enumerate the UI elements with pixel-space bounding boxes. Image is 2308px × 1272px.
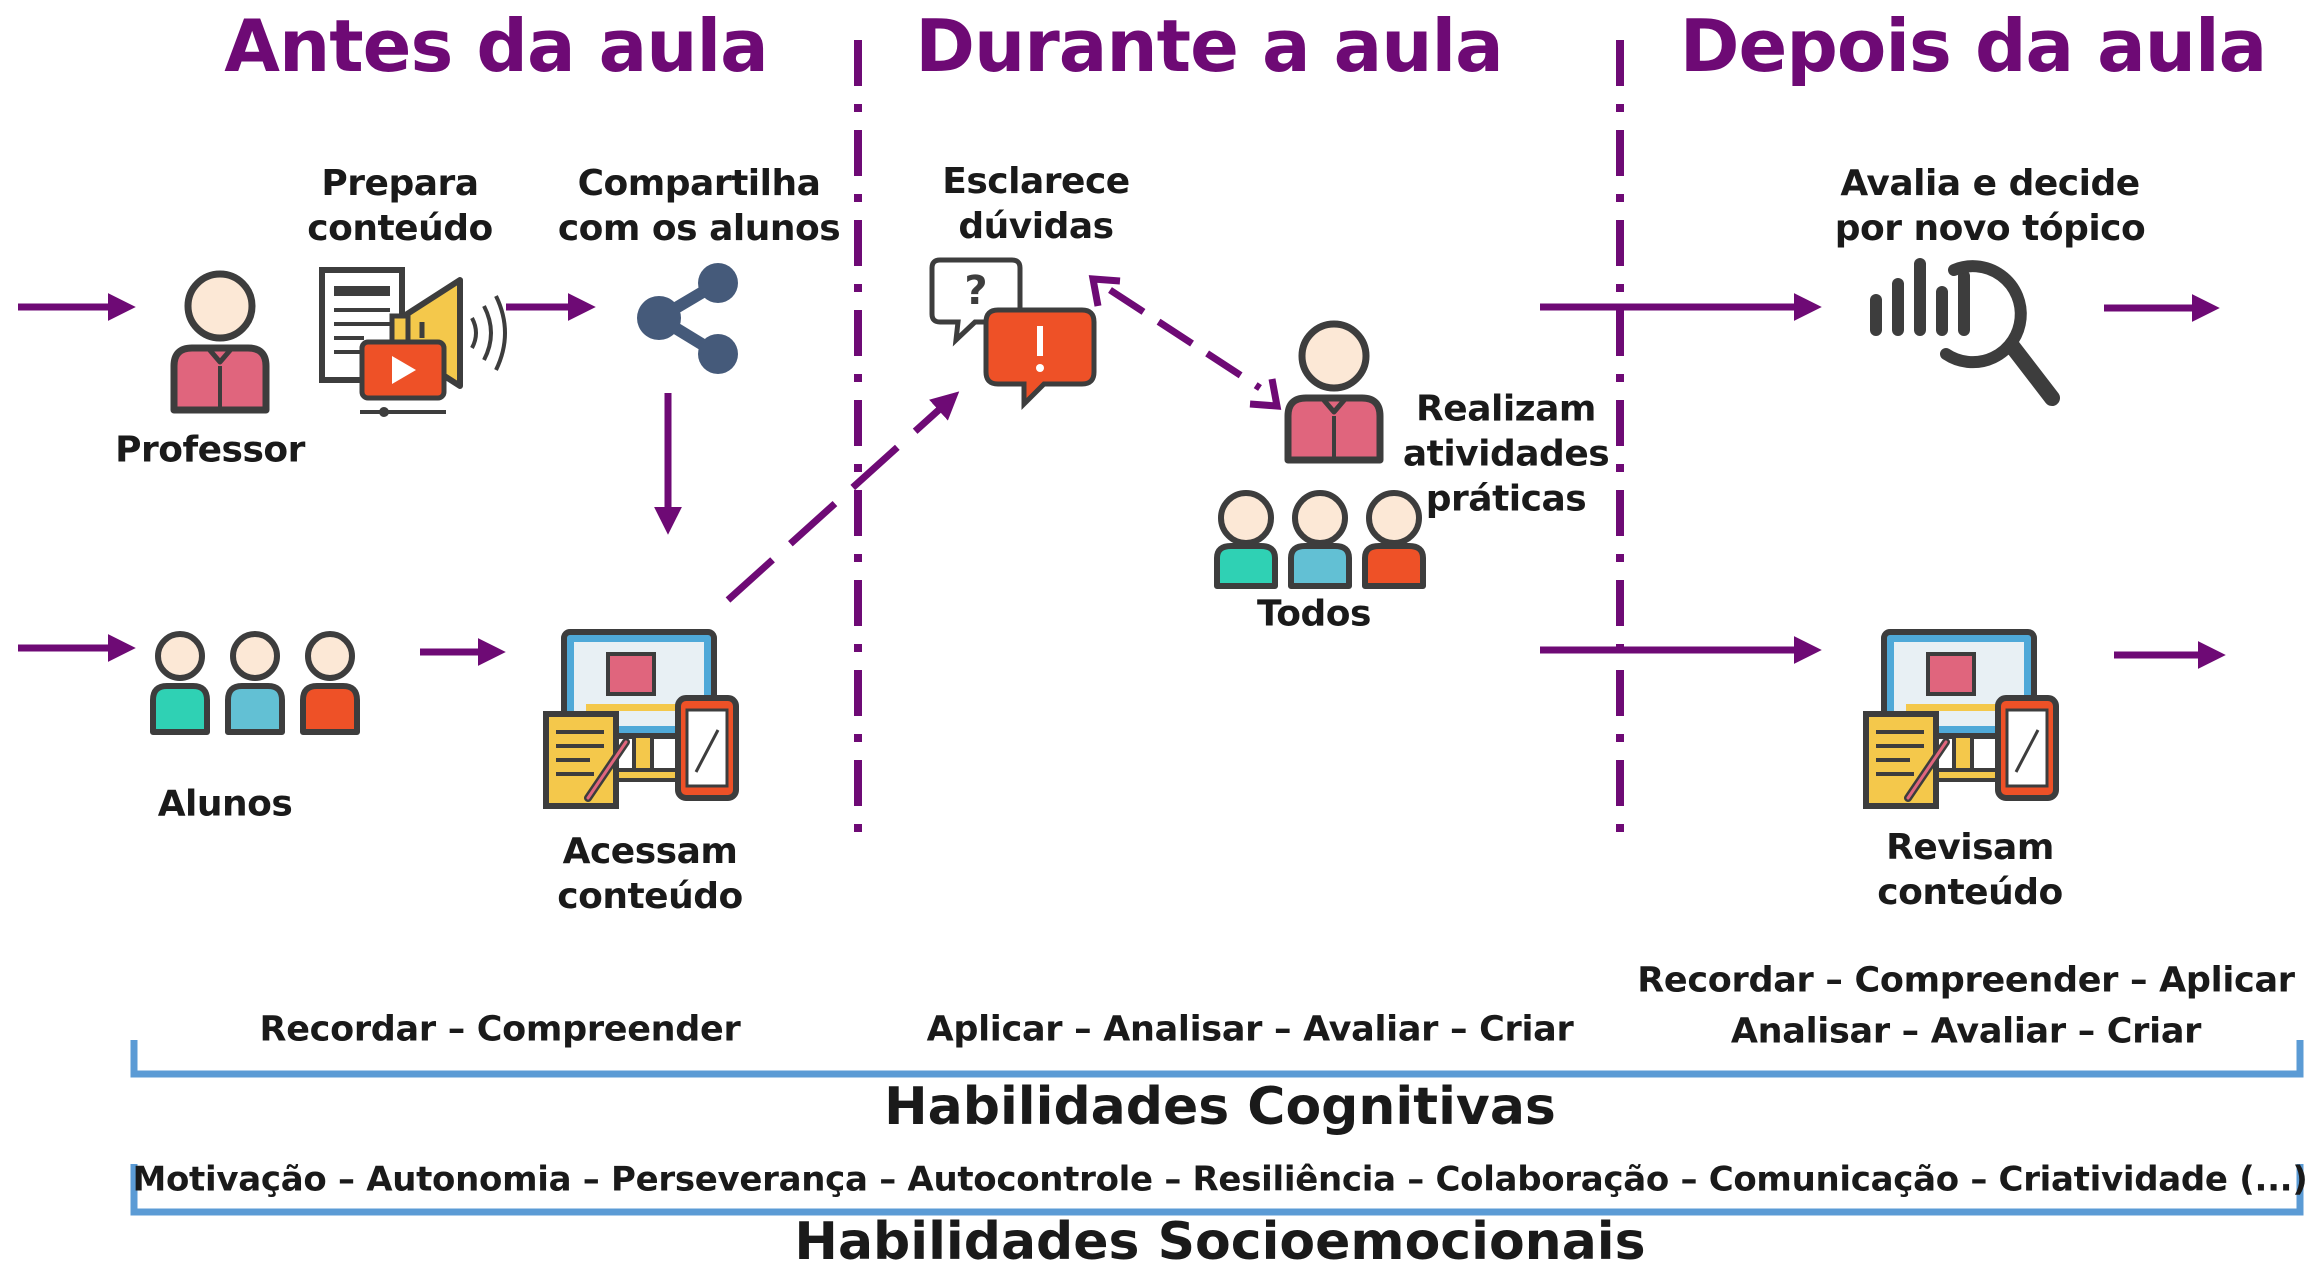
question-exclamation-bubbles-icon: ? — [929, 257, 1097, 411]
share-icon — [637, 263, 738, 374]
label-teacher: Professor — [115, 429, 305, 471]
label-all: Todos — [1257, 593, 1371, 635]
socioemotional-skills-list: Motivação – Autonomia – Perseverança – A… — [132, 1159, 2308, 1200]
socioemotional-bracket — [130, 1164, 2304, 1216]
teacher-icon — [174, 274, 266, 410]
phase-title-before: Antes da aula — [224, 4, 768, 88]
cognitive-skills-before: Recordar – Compreender — [259, 1009, 741, 1050]
svg-text:?: ? — [964, 268, 987, 314]
todos-students-icon — [1214, 490, 1426, 589]
cognitive-skills-title: Habilidades Cognitivas — [884, 1077, 1556, 1137]
cognitive-bracket — [130, 1040, 2304, 1078]
arrow-clarify-practice — [1088, 275, 1282, 410]
phase-title-during: Durante a aula — [915, 4, 1503, 88]
access-devices-icon — [546, 632, 736, 806]
analytics-search-icon — [1870, 258, 2060, 406]
students-icon — [150, 631, 360, 735]
label-students: Alunos — [157, 783, 293, 825]
cognitive-skills-during: Aplicar – Analisar – Avaliar – Criar — [926, 1009, 1574, 1050]
teacher-during-icon — [1288, 324, 1380, 460]
review-devices-icon — [1866, 632, 2056, 806]
arrow-access-to-clarify — [725, 391, 960, 603]
phase-title-after: Depois da aula — [1679, 4, 2268, 88]
socioemotional-skills-title: Habilidades Socioemocionais — [794, 1212, 1646, 1272]
document-video-megaphone-icon — [319, 267, 507, 417]
